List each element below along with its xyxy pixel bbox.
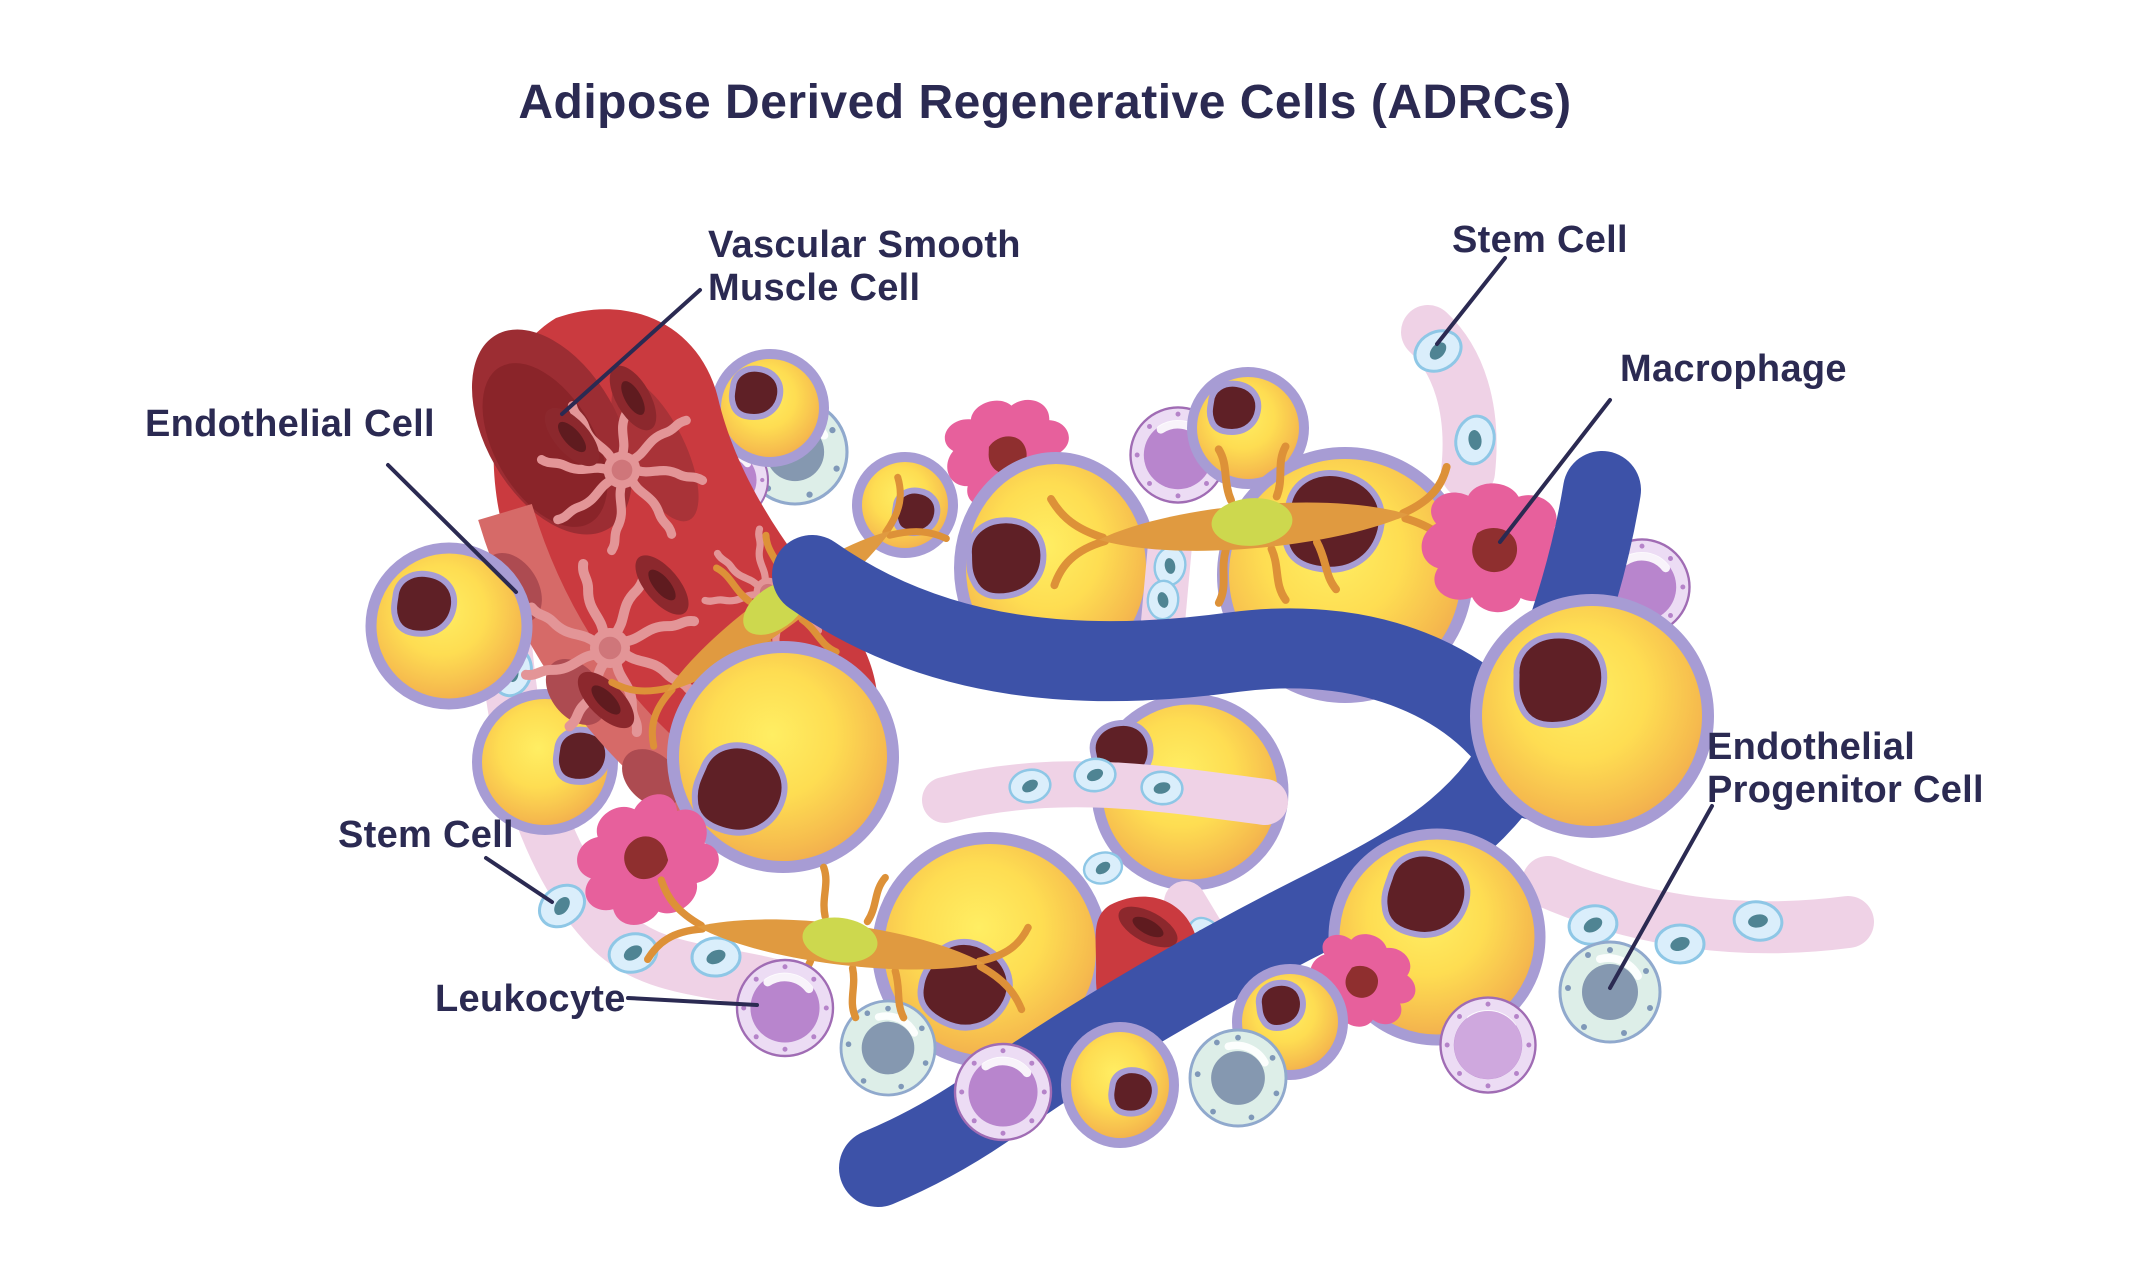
leukocyte-cell xyxy=(955,1044,1051,1140)
leader-stem-cell-top xyxy=(1435,256,1507,346)
stem-cell xyxy=(1654,923,1706,965)
leader-leukocyte xyxy=(626,996,759,1007)
label-endothelial-cell: Endothelial Cell xyxy=(145,403,435,445)
adipocyte xyxy=(852,452,958,558)
leader-endothelial-cell xyxy=(386,463,518,594)
label-leukocyte: Leukocyte xyxy=(435,978,626,1020)
label-vascular-smooth-muscle-line2: Muscle Cell xyxy=(708,267,920,309)
endothelial-progenitor-cell xyxy=(1190,1030,1286,1126)
leader-macrophage xyxy=(1498,398,1612,544)
diagram-title: Adipose Derived Regenerative Cells (ADRC… xyxy=(518,76,1571,129)
endothelial-progenitor-cell-labeled xyxy=(1560,942,1660,1042)
label-stem-cell-left: Stem Cell xyxy=(338,814,514,856)
adipocyte xyxy=(667,641,899,873)
label-stem-cell-top: Stem Cell xyxy=(1452,219,1628,261)
label-endothelial-progenitor-line2: Progenitor Cell xyxy=(1707,769,1984,811)
label-vascular-smooth-muscle-line1: Vascular Smooth xyxy=(708,224,1021,266)
label-macrophage: Macrophage xyxy=(1620,348,1847,390)
capillary-bottom-right xyxy=(1522,856,1874,954)
label-endothelial-progenitor-line1: Endothelial xyxy=(1707,726,1915,768)
leader-lines xyxy=(386,256,1714,1007)
adipocyte xyxy=(472,689,618,835)
leader-vascular-smooth-muscle xyxy=(560,288,702,416)
adipocyte xyxy=(1470,594,1714,838)
adipocyte xyxy=(365,542,533,710)
leukocyte-cell xyxy=(1441,998,1536,1093)
leukocyte-cell xyxy=(737,960,833,1056)
blue-vessel-main xyxy=(772,535,1575,820)
leader-stem-cell-left xyxy=(484,856,554,904)
leader-endothelial-progenitor xyxy=(1608,804,1714,990)
adipocyte xyxy=(1061,1022,1179,1148)
capillary-segment xyxy=(922,761,1288,825)
